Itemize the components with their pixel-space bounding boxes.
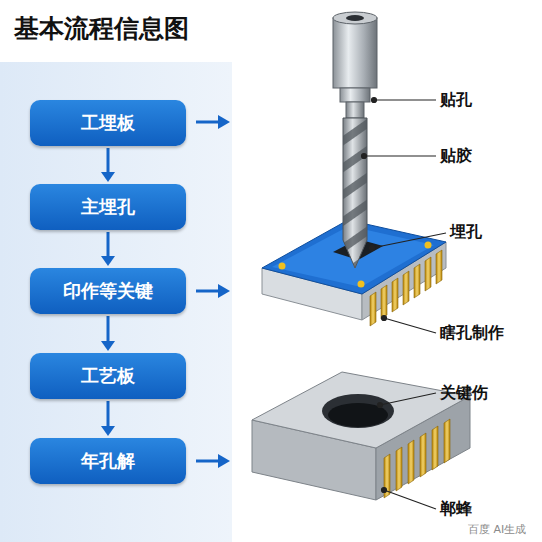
pointer-arrows <box>196 115 230 468</box>
box-text: 主埋孔 <box>81 195 135 219</box>
process-box: 工艺板 <box>30 353 186 399</box>
flow-arrow <box>101 401 115 436</box>
part-label: 贴孔 <box>440 90 472 111</box>
board-block <box>252 372 470 500</box>
flow-arrow <box>101 232 115 266</box>
drill <box>330 12 380 275</box>
box-text: 工埋板 <box>81 111 135 135</box>
box-text: 印作等关键 <box>63 279 153 303</box>
part-label: 关键伤 <box>440 383 488 404</box>
part-label: 贴胶 <box>440 146 472 167</box>
watermark: 百度 AI生成 <box>468 522 526 537</box>
flow-arrow <box>101 316 115 351</box>
part-label: 埋孔 <box>450 222 482 243</box>
process-box: 年孔解 <box>30 438 186 484</box>
process-box: 主埋孔 <box>30 184 186 230</box>
part-label: 郸蜂 <box>440 499 472 520</box>
panel <box>0 62 232 542</box>
box-text: 年孔解 <box>81 449 135 473</box>
title: 基本流程信息图 <box>14 12 189 45</box>
flow-arrow <box>101 148 115 182</box>
process-box: 工埋板 <box>30 100 186 146</box>
part-label: 瞎孔制作 <box>440 323 504 344</box>
leader-lines <box>362 98 447 510</box>
process-box: 印作等关键 <box>30 268 186 314</box>
box-text: 工艺板 <box>81 364 135 388</box>
